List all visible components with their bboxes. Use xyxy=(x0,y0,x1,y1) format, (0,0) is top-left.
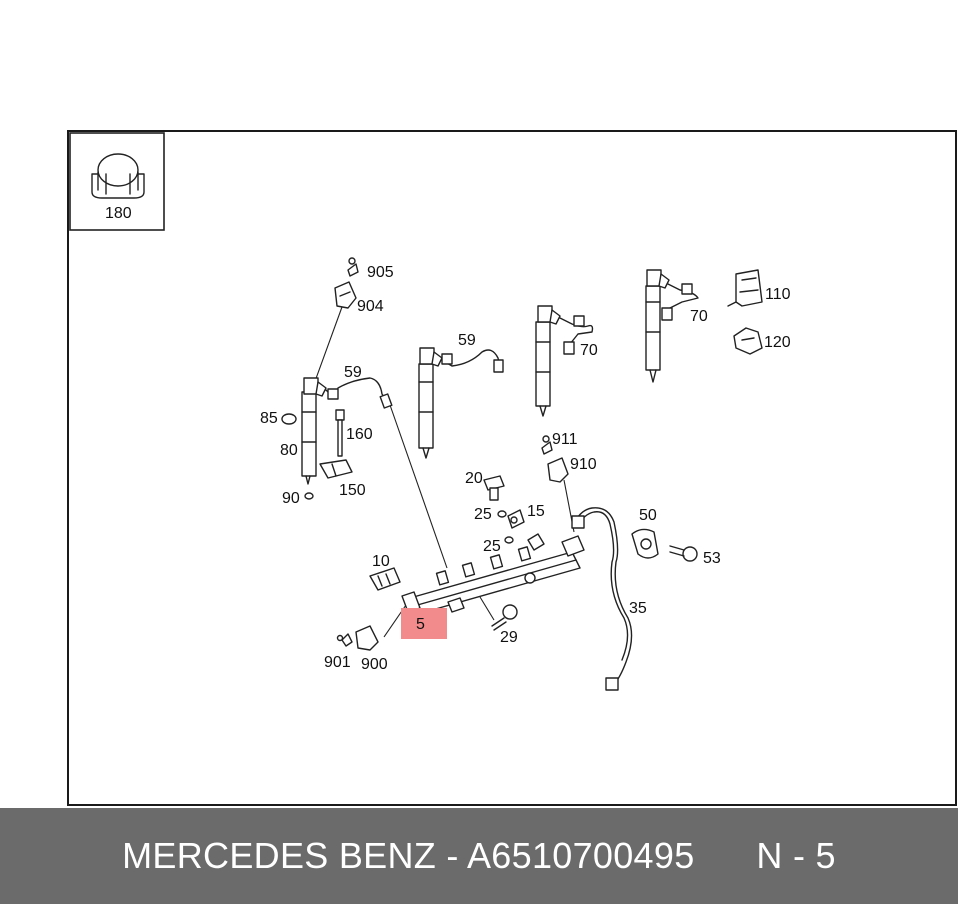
bolt-53 xyxy=(669,545,698,562)
label-50: 50 xyxy=(639,507,657,524)
label-910: 910 xyxy=(570,456,597,473)
label-20: 20 xyxy=(465,470,483,487)
washer-90 xyxy=(304,492,314,500)
label-904: 904 xyxy=(357,298,384,315)
label-80: 80 xyxy=(280,442,298,459)
sensor-901 xyxy=(336,633,353,647)
caption-position: N - 5 xyxy=(756,835,836,876)
parts-diagram-frame: 180 xyxy=(67,130,957,806)
fuel-line-35 xyxy=(571,507,633,691)
sensor-911 xyxy=(541,435,553,455)
part-labels: 905 904 59 59 70 70 110 120 85 80 160 90… xyxy=(260,264,791,673)
caption-spacer xyxy=(695,835,757,876)
label-901: 901 xyxy=(324,654,351,671)
label-911: 911 xyxy=(552,431,578,448)
injector-80 xyxy=(301,377,327,485)
parts-diagram: 180 xyxy=(69,132,791,691)
label-25-upper: 25 xyxy=(474,506,492,523)
injector-2 xyxy=(418,347,443,459)
label-85: 85 xyxy=(260,410,278,427)
clamp-50 xyxy=(631,528,659,559)
caption-part-number: A6510700495 xyxy=(467,835,695,876)
label-150: 150 xyxy=(339,482,366,499)
inset-box-180: 180 xyxy=(69,132,165,231)
bolt-29 xyxy=(491,604,518,631)
banjo-bolt-20 xyxy=(483,475,505,501)
injector-3 xyxy=(535,305,561,417)
label-160: 160 xyxy=(346,426,373,443)
label-900: 900 xyxy=(361,656,388,673)
label-905: 905 xyxy=(367,264,394,281)
label-90: 90 xyxy=(282,490,300,507)
clip-120 xyxy=(733,327,763,355)
label-110: 110 xyxy=(765,286,791,303)
fuel-rail-5 xyxy=(401,533,585,615)
caption-bar: MERCEDES BENZ - A6510700495 N - 5 xyxy=(0,808,958,904)
fuel-line-59-right xyxy=(441,349,504,373)
label-15: 15 xyxy=(527,503,545,520)
connector-904 xyxy=(334,281,357,309)
fitting-15 xyxy=(507,509,525,529)
label-180: 180 xyxy=(105,205,132,222)
washer-25a xyxy=(497,510,507,518)
label-59-left: 59 xyxy=(344,364,362,381)
label-5: 5 xyxy=(416,616,425,633)
label-120: 120 xyxy=(764,334,791,351)
washer-25b xyxy=(504,536,514,544)
connector-900 xyxy=(355,625,379,651)
bracket-110 xyxy=(727,269,763,307)
label-70-right: 70 xyxy=(690,308,708,325)
connector-910 xyxy=(547,457,569,483)
sensor-905 xyxy=(347,257,359,277)
label-70-middle: 70 xyxy=(580,342,598,359)
caption-text: MERCEDES BENZ - A6510700495 N - 5 xyxy=(122,835,836,877)
fuel-line-70-right xyxy=(661,283,699,321)
label-53: 53 xyxy=(703,550,721,567)
label-59-right: 59 xyxy=(458,332,476,349)
clamp-150 xyxy=(319,459,353,479)
label-35: 35 xyxy=(629,600,647,617)
highlight-part-5 xyxy=(401,608,447,639)
seal-85 xyxy=(281,413,297,425)
label-25-lower: 25 xyxy=(483,538,501,555)
leader-lines xyxy=(313,306,575,638)
caption-brand: MERCEDES BENZ xyxy=(122,835,437,876)
bolt-160 xyxy=(335,409,345,457)
fuel-line-70-middle xyxy=(559,315,594,355)
label-10: 10 xyxy=(372,553,390,570)
injector-4 xyxy=(645,269,670,383)
caption-separator: - xyxy=(436,835,467,876)
fuel-line-59-left xyxy=(325,377,393,409)
sensor-10 xyxy=(369,567,401,591)
label-29: 29 xyxy=(500,629,518,646)
